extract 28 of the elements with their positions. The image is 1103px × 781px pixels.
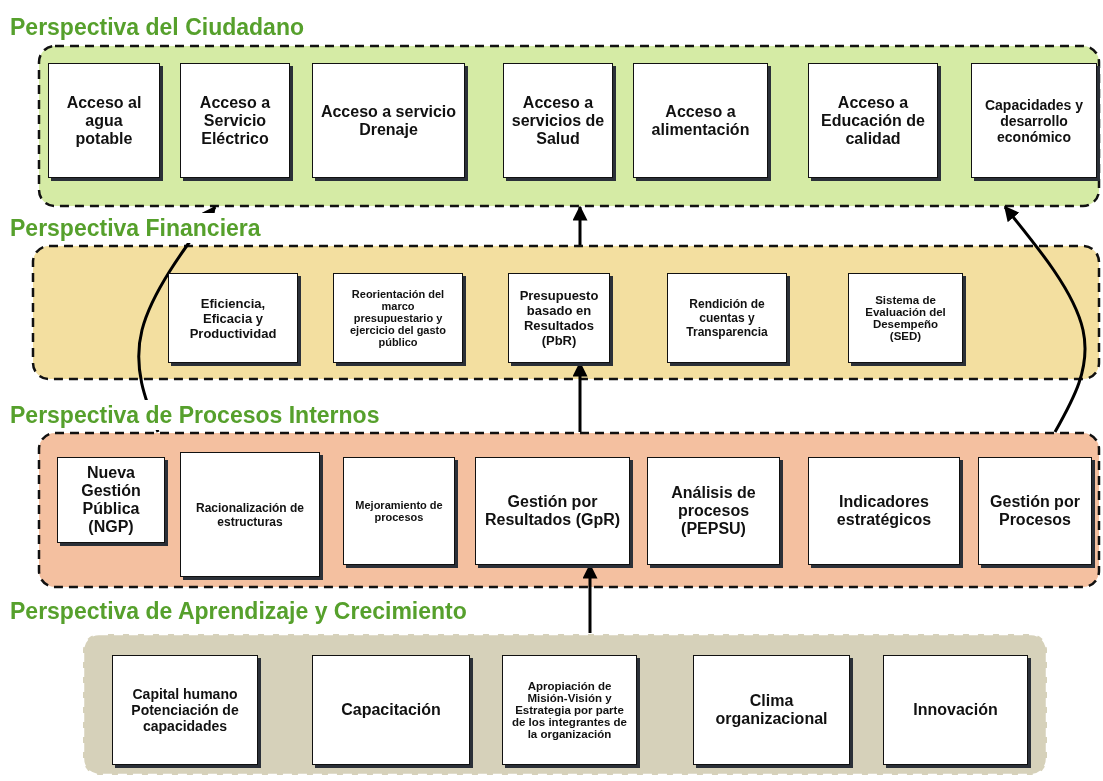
text-box: Acceso a Educación de calidad <box>808 63 938 178</box>
text-box: Indicadores estratégicos <box>808 457 960 565</box>
text-box: Clima organizacional <box>693 655 850 765</box>
text-box: Acceso a servicios de Salud <box>503 63 613 178</box>
arrow <box>572 205 588 245</box>
band-heading: Perspectiva Financiera <box>10 213 263 243</box>
text-box: Acceso a Servicio Eléctrico <box>180 63 290 178</box>
text-box: Gestión por Procesos <box>978 457 1092 565</box>
text-box: Racionalización de estructuras <box>180 452 320 577</box>
text-box: Reorientación del marco presupuestario y ejercicio del gasto público <box>333 273 463 363</box>
text-box: Análisis de procesos (PEPSU) <box>647 457 780 565</box>
text-box: Acceso a servicio Drenaje <box>312 63 465 178</box>
text-box: Eficiencia, Eficacia y Productividad <box>168 273 298 363</box>
text-box: Mejoramiento de procesos <box>343 457 455 565</box>
text-box: Gestión por Resultados (GpR) <box>475 457 630 565</box>
text-box: Innovación <box>883 655 1028 765</box>
text-box: Capital humano Potenciación de capacidades <box>112 655 258 765</box>
text-box: Presupuesto basado en Resultados (PbR) <box>508 273 610 363</box>
text-box: Rendición de cuentas y Transparencia <box>667 273 787 363</box>
text-box: Sistema de Evaluación del Desempeño (SED) <box>848 273 963 363</box>
text-box: Acceso al agua potable <box>48 63 160 178</box>
text-box: Nueva Gestión Pública (NGP) <box>57 457 165 543</box>
text-box: Apropiación de Misión-Visión y Estrategia por parte de los integrantes de la organización <box>502 655 637 765</box>
text-box: Capacidades y desarrollo económico <box>971 63 1097 178</box>
band-heading: Perspectiva de Procesos Internos <box>10 400 382 430</box>
arrow <box>1003 205 1087 433</box>
text-box: Acceso a alimentación <box>633 63 768 178</box>
text-box: Capacitación <box>312 655 470 765</box>
